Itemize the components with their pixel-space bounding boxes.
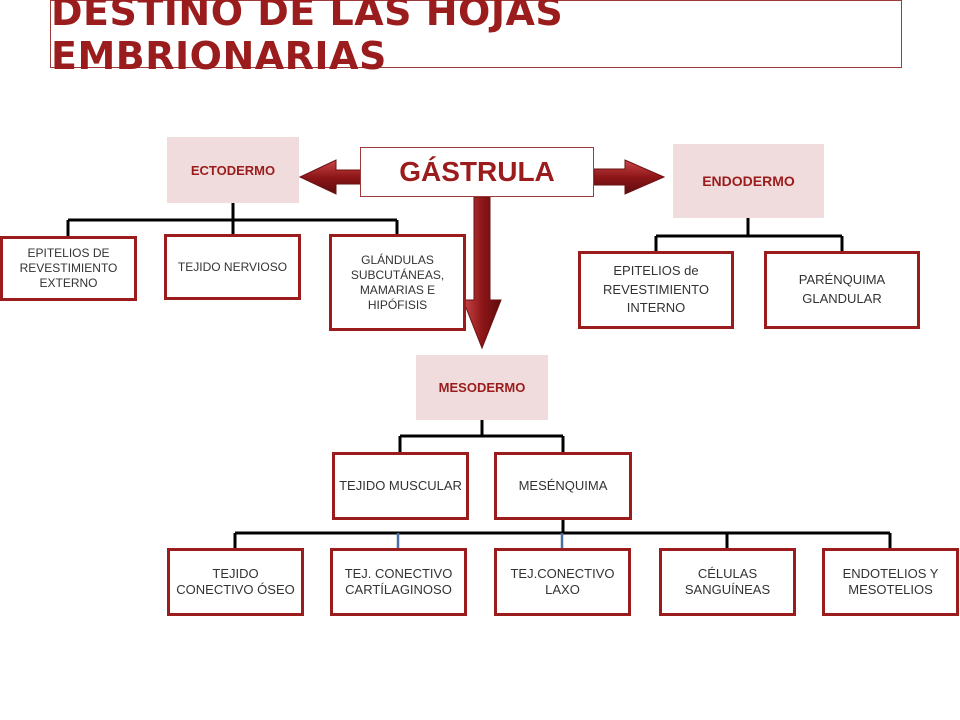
mesodermo-label: MESODERMO (438, 380, 526, 395)
endo-child-epitelios: EPITELIOS de REVESTIMIENTO INTERNO (578, 251, 734, 329)
gastrula-label: GÁSTRULA (399, 156, 555, 187)
mesenquima-child-celulas: CÉLULAS SANGUÍNEAS (659, 548, 796, 616)
endodermo-label: ENDODERMO (702, 173, 795, 189)
mesodermo-box: MESODERMO (416, 355, 548, 420)
meso-child-mesenquima: MESÉNQUIMA (494, 452, 632, 520)
endo-child-parenquima: PARÉNQUIMA GLANDULAR (764, 251, 920, 329)
page-title: DESTINO DE LAS HOJAS EMBRIONARIAS (51, 0, 564, 78)
title-box: DESTINO DE LAS HOJAS EMBRIONARIAS (50, 0, 902, 78)
ecto-child-epitelios: EPITELIOS DE REVESTIMIENTO EXTERNO (0, 236, 137, 301)
ecto-child-tejido-nervioso: TEJIDO NERVIOSO (164, 234, 301, 300)
ectodermo-label: ECTODERMO (190, 162, 276, 178)
endo-connector (654, 218, 844, 251)
mesenquima-child-oseo: TEJIDO CONECTIVO ÓSEO (167, 548, 304, 616)
ectodermo-box: ECTODERMO (167, 137, 299, 203)
mesenquima-child-endotelios: ENDOTELIOS Y MESOTELIOS (822, 548, 959, 616)
mesenquima-child-laxo: TEJ.CONECTIVO LAXO (494, 548, 631, 616)
meso-child-tejido-muscular: TEJIDO MUSCULAR (332, 452, 469, 520)
arrow-to-endodermo (593, 159, 666, 195)
arrow-to-mesodermo (462, 196, 502, 350)
ecto-connector (66, 203, 399, 236)
arrow-to-ectodermo (298, 159, 363, 195)
endodermo-box: ENDODERMO (673, 144, 824, 218)
gastrula-box: GÁSTRULA (360, 147, 594, 197)
meso-connector (398, 420, 565, 452)
mesenquima-child-cartilaginoso: TEJ. CONECTIVO CARTÍLAGINOSO (330, 548, 467, 616)
ecto-child-glandulas: GLÁNDULAS SUBCUTÁNEAS, MAMARIAS E HIPÓFI… (329, 234, 466, 331)
